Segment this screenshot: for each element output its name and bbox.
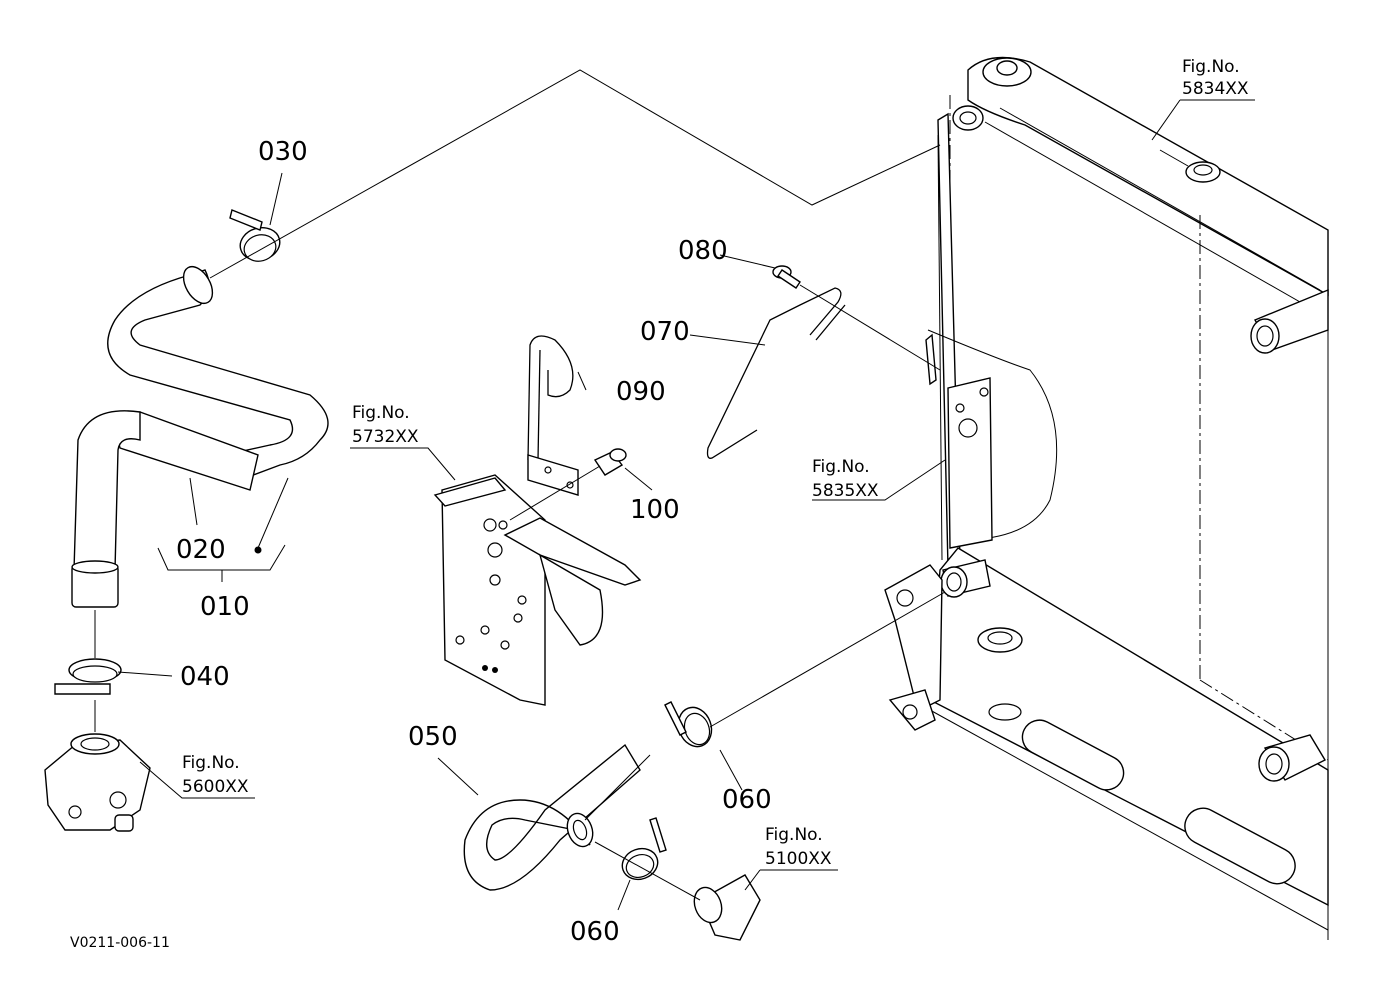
fig-5600-number: 5600XX <box>182 777 249 797</box>
fig-5834-title: Fig.No. <box>1182 57 1240 77</box>
label-030: 030 <box>258 137 308 167</box>
lower-hose <box>463 743 641 891</box>
stay-090 <box>527 335 579 496</box>
label-070: 070 <box>640 317 690 347</box>
water-pump <box>44 733 151 832</box>
part-labels: 030 020 010 040 080 070 090 100 050 060 … <box>176 137 772 947</box>
drawing-code: V0211-006-11 <box>70 935 170 951</box>
fig-5834-number: 5834XX <box>1182 79 1249 99</box>
pipe-5100 <box>693 874 761 941</box>
figure-references: Fig.No. 5834XX Fig.No. 5732XX Fig.No. 58… <box>182 57 1249 869</box>
label-060-lower: 060 <box>570 917 620 947</box>
rod-070 <box>706 287 846 459</box>
bolt-080 <box>772 265 801 289</box>
clamp-030 <box>229 209 281 262</box>
upper-hose <box>71 265 329 608</box>
clamp-040 <box>54 658 122 695</box>
fig-5835-title: Fig.No. <box>812 457 870 477</box>
fig-5732-number: 5732XX <box>352 427 419 447</box>
label-090: 090 <box>616 377 666 407</box>
marker-dot <box>254 546 262 554</box>
fig-5100-number: 5100XX <box>765 849 832 869</box>
label-080: 080 <box>678 236 728 266</box>
fig-5835-number: 5835XX <box>812 481 879 501</box>
label-060-upper: 060 <box>722 785 772 815</box>
fig-5600-title: Fig.No. <box>182 753 240 773</box>
radiator-assembly <box>884 56 1329 931</box>
clamp-060-lower <box>621 817 667 881</box>
bolt-100 <box>593 448 627 476</box>
label-010: 010 <box>200 592 250 622</box>
label-100: 100 <box>630 495 680 525</box>
label-040: 040 <box>180 662 230 692</box>
fig-5732-title: Fig.No. <box>352 403 410 423</box>
bracket-assembly <box>433 474 642 706</box>
label-050: 050 <box>408 722 458 752</box>
clamp-060-upper <box>664 701 713 748</box>
label-020: 020 <box>176 535 226 565</box>
leader-lines <box>94 69 1329 940</box>
fig-5100-title: Fig.No. <box>765 825 823 845</box>
